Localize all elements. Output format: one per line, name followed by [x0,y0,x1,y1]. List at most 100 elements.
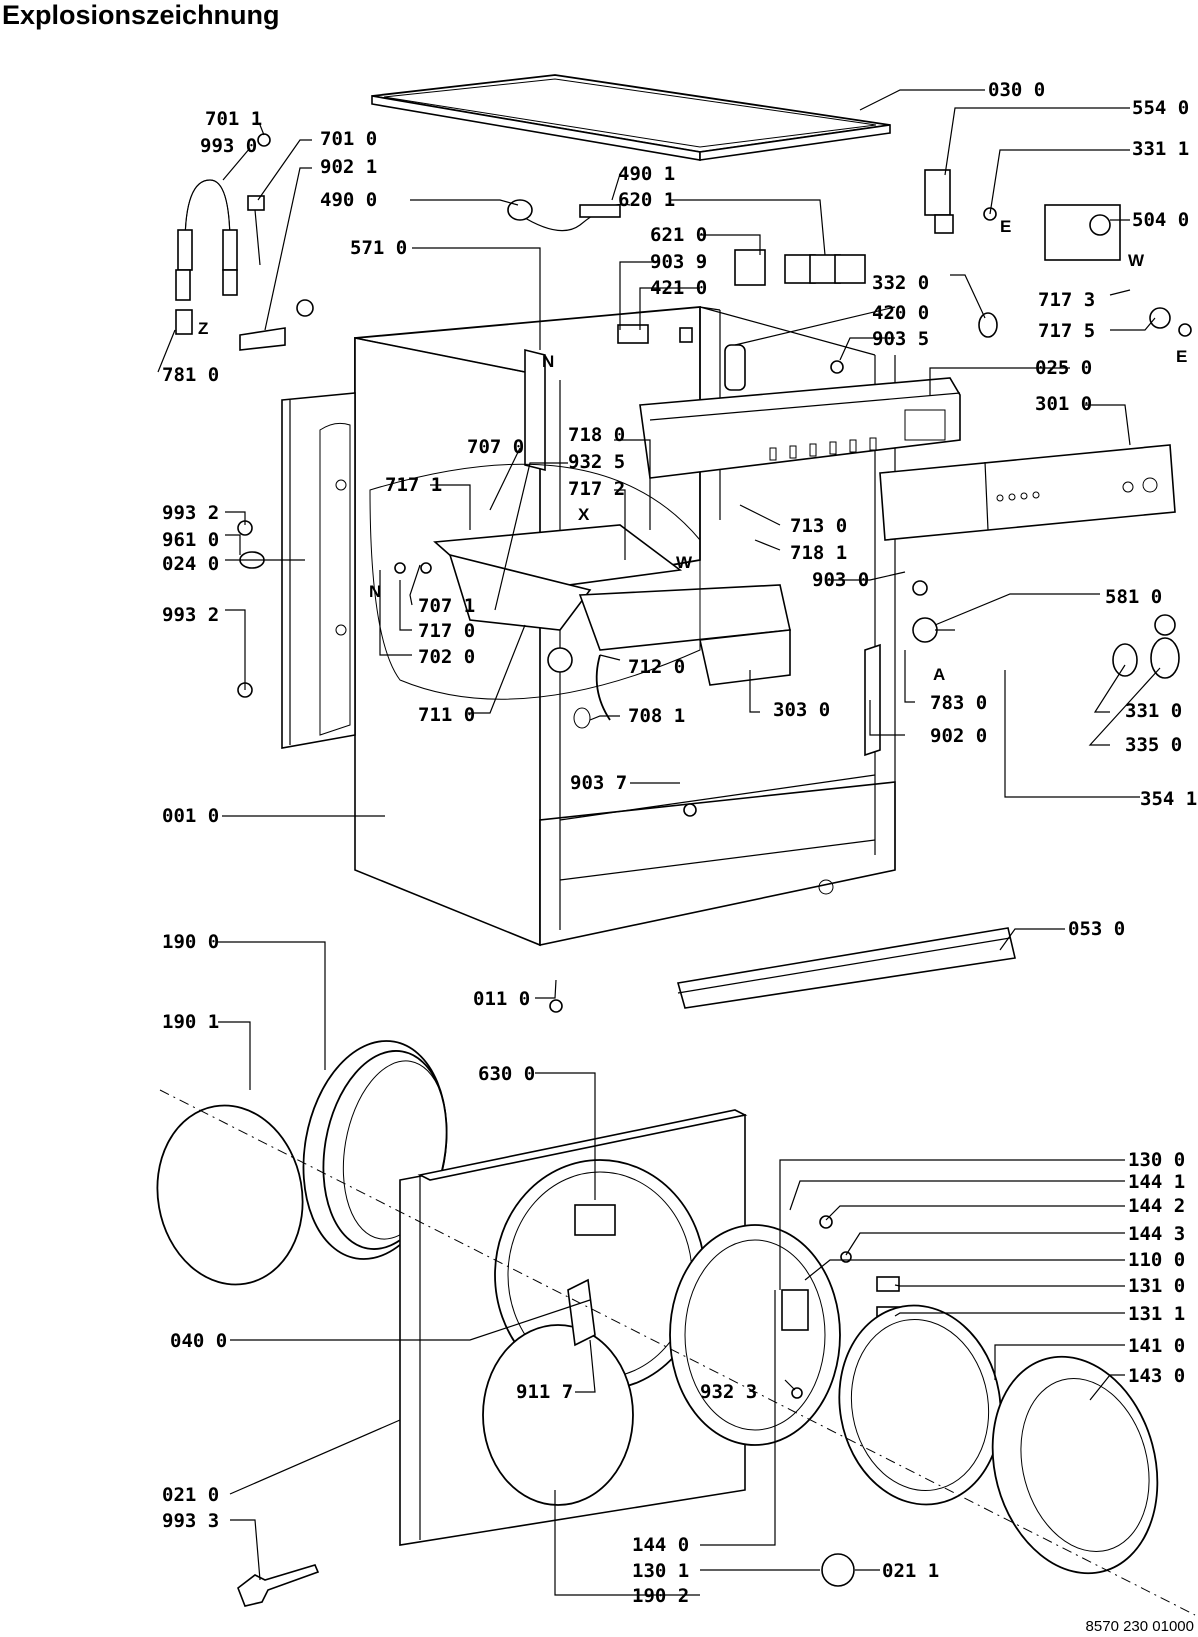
wrench-tool [237,1564,320,1607]
part-label-717-3: 717 3 [1038,289,1095,311]
part-label-144-0: 144 0 [632,1534,689,1556]
part-label-902-1: 902 1 [320,156,377,178]
part-label-621-0: 621 0 [650,224,707,246]
part-label-903-0: 903 0 [812,569,869,591]
part-label-717-5: 717 5 [1038,320,1095,342]
part-label-713-0: 713 0 [790,515,847,537]
part-label-781-0: 781 0 [162,364,219,386]
part-label-701-0: 701 0 [320,128,377,150]
part-label-190-0: 190 0 [162,931,219,953]
knob-spacer [978,312,998,338]
part-label-021-0: 021 0 [162,1484,219,1506]
marker-e-1: E [1000,217,1011,236]
part-label-011-0: 011 0 [473,988,530,1010]
door-outer-frame [991,1355,1159,1575]
part-label-717-2: 717 2 [568,478,625,500]
part-label-490-0: 490 0 [320,189,377,211]
part-label-993-0: 993 0 [200,135,257,157]
part-label-903-5: 903 5 [872,328,929,350]
timer-switch [924,169,954,234]
part-label-354-1: 354 1 [1140,788,1197,810]
part-label-708-1: 708 1 [628,705,685,727]
part-label-504-0: 504 0 [1132,209,1189,231]
connection-markers: E E W W N N X Z A [198,217,1187,684]
marker-n-1: N [542,352,554,371]
knobs [1112,637,1180,679]
part-label-144-2: 144 2 [1128,1195,1185,1217]
part-label-911-7: 911 7 [516,1381,573,1403]
part-label-903-9: 903 9 [650,251,707,273]
document-code: 8570 230 01000 [1085,1618,1194,1635]
part-label-335-0: 335 0 [1125,734,1182,756]
part-label-783-0: 783 0 [930,692,987,714]
part-label-303-0: 303 0 [773,699,830,721]
wiring-harness-connectors [784,254,866,284]
marker-x: X [578,505,590,524]
part-label-332-0: 332 0 [872,272,929,294]
marker-w-1: W [1128,251,1145,270]
marker-a: A [933,665,945,684]
pressure-switch [912,614,1176,643]
part-label-301-0: 301 0 [1035,393,1092,415]
leader-lines [157,89,1161,1596]
diagram-title: Explosionszeichnung [2,0,280,30]
part-label-131-1: 131 1 [1128,1303,1185,1325]
inlet-hose [175,179,238,335]
top-cover [371,74,891,161]
part-label-711-0: 711 0 [418,704,475,726]
part-label-130-0: 130 0 [1128,1149,1185,1171]
part-label-331-1: 331 1 [1132,138,1189,160]
pump-module [734,249,766,286]
part-label-707-1: 707 1 [418,595,475,617]
part-label-701-1: 701 1 [205,108,262,130]
part-label-110-0: 110 0 [1128,1249,1185,1271]
programmer [1044,204,1121,261]
part-label-571-0: 571 0 [350,237,407,259]
part-label-144-3: 144 3 [1128,1223,1185,1245]
part-label-581-0: 581 0 [1105,586,1162,608]
part-label-993-2b: 993 2 [162,604,219,626]
door-hinge-support [864,643,881,757]
part-label-961-0: 961 0 [162,529,219,551]
part-label-420-0: 420 0 [872,302,929,324]
part-label-712-0: 712 0 [628,656,685,678]
part-label-902-0: 902 0 [930,725,987,747]
interference-filter [507,199,631,232]
part-label-993-2a: 993 2 [162,502,219,524]
part-label-190-2: 190 2 [632,1585,689,1607]
part-label-025-0: 025 0 [1035,357,1092,379]
marker-w-2: W [676,553,693,572]
part-label-040-0: 040 0 [170,1330,227,1352]
part-label-718-0: 718 0 [568,424,625,446]
part-label-903-7: 903 7 [570,772,627,794]
part-label-001-0: 001 0 [162,805,219,827]
control-frame [639,377,961,479]
part-labels: 030 0 554 0 331 1 504 0 701 1 993 0 701 … [162,79,1197,1607]
part-label-131-0: 131 0 [1128,1275,1185,1297]
part-label-190-1: 190 1 [162,1011,219,1033]
part-label-630-0: 630 0 [478,1063,535,1085]
part-label-717-0: 717 0 [418,620,475,642]
part-label-718-1: 718 1 [790,542,847,564]
part-label-620-1: 620 1 [618,189,675,211]
dispenser-housing [433,524,791,729]
part-label-702-0: 702 0 [418,646,475,668]
back-panel [281,392,356,749]
part-label-421-0: 421 0 [650,277,707,299]
door-glass-frame [838,1304,1002,1506]
part-label-993-3: 993 3 [162,1510,219,1532]
door-handle-spring [821,1553,855,1587]
marker-z: Z [198,319,208,338]
part-label-707-0: 707 0 [467,436,524,458]
part-label-490-1: 490 1 [618,163,675,185]
part-label-030-0: 030 0 [988,79,1045,101]
part-label-143-0: 143 0 [1128,1365,1185,1387]
part-label-932-3: 932 3 [700,1381,757,1403]
inlet-valve [239,195,314,351]
door-lock-relay [617,324,693,344]
front-panel [399,1109,748,1546]
part-label-053-0: 053 0 [1068,918,1125,940]
control-panel-front [879,444,1176,541]
marker-n-2: N [369,582,381,601]
